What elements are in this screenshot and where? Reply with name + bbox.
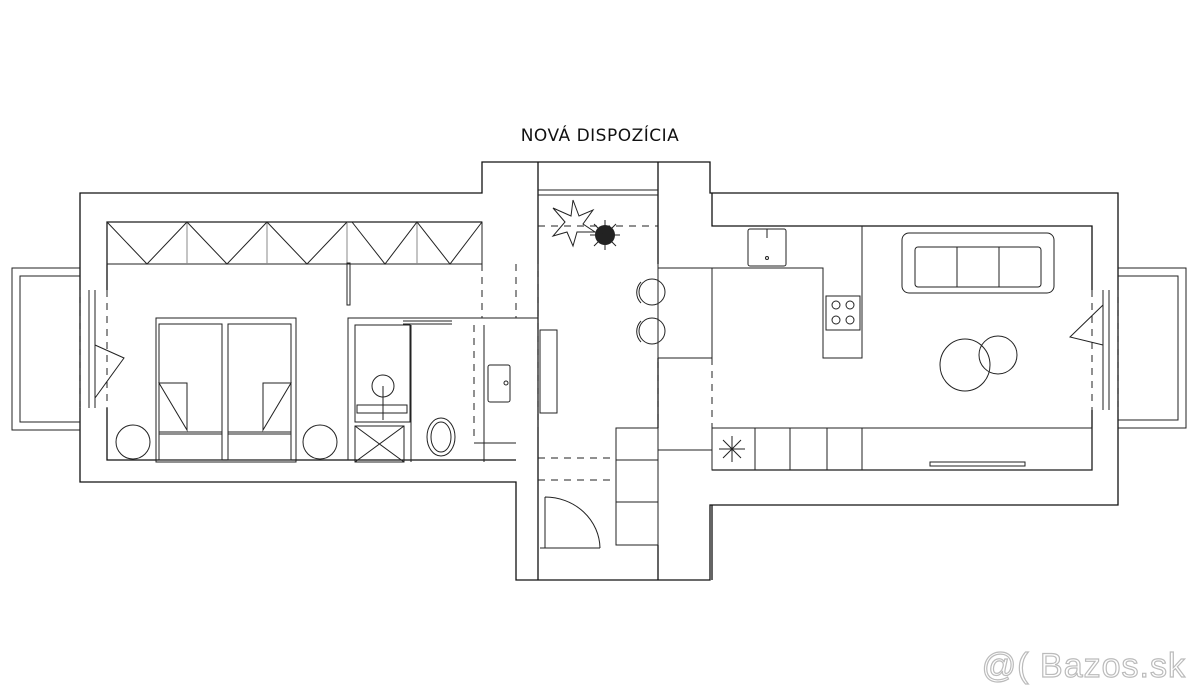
bazos-watermark: @( Bazos.sk: [981, 646, 1186, 685]
plan-line: [901, 232, 1055, 294]
plan-line: [158, 431, 223, 461]
plan-line: [227, 323, 292, 435]
plan-line: [551, 199, 597, 248]
plan-line: [845, 300, 855, 310]
plan-line: [1118, 267, 1187, 429]
plan-line: [1069, 304, 1104, 346]
coffee-table: [939, 338, 991, 392]
plan-line: [636, 281, 642, 304]
bathroom: [347, 317, 538, 463]
plan-line: [503, 380, 509, 386]
plan-line: [155, 317, 297, 463]
plan-line: [658, 226, 863, 359]
plan-line: [590, 220, 620, 250]
plan-line: [831, 315, 841, 325]
bathroom-sink: [487, 364, 511, 403]
plan-line: [158, 382, 292, 432]
plan-line: [711, 427, 1093, 471]
plan-line: [481, 264, 517, 318]
plan-line: [347, 317, 538, 460]
plan-line: [636, 320, 642, 343]
plan-line: [1102, 290, 1110, 410]
entrance-door: [540, 496, 601, 549]
plan-line: [346, 262, 351, 306]
right-balcony: [1069, 267, 1187, 429]
plan-line: [719, 436, 745, 462]
plan-line: [106, 221, 483, 265]
plan-line: [831, 300, 841, 310]
toilet: [426, 417, 456, 457]
plan-line: [354, 425, 405, 463]
plan-line: [79, 290, 108, 408]
plan-line: [354, 324, 411, 423]
plan-line: [845, 315, 855, 325]
nightstand-right: [302, 424, 338, 460]
inner-wall-corridor: [537, 162, 659, 580]
plan-line: [538, 189, 658, 196]
nightstand-left: [115, 424, 151, 460]
left-balcony: [11, 267, 125, 431]
plan-line: [474, 325, 516, 462]
wardrobe: [106, 221, 483, 306]
plan-line: [11, 267, 80, 431]
kitchen-bar: [657, 267, 713, 359]
hob: [825, 295, 861, 331]
shoe-cabinet: [615, 427, 712, 546]
kitchen: [636, 226, 1093, 471]
plant-icon: [551, 199, 620, 250]
plan-line: [356, 404, 408, 414]
plan-line: [403, 320, 452, 462]
double-bed: [155, 317, 297, 463]
plan-line: [1091, 290, 1119, 410]
plan-title: NOVÁ DISPOZÍCIA: [520, 126, 680, 146]
plan-line: [94, 344, 125, 399]
plan-line: [544, 496, 601, 549]
plan-line: [914, 246, 1042, 288]
plan-line: [956, 247, 1000, 287]
plan-line: [537, 264, 713, 481]
bar-stool: [638, 317, 666, 345]
hall-bench: [539, 329, 558, 414]
plan-line: [158, 323, 223, 435]
plan-line: [430, 421, 452, 453]
plan-line: [186, 222, 418, 264]
plan-line: [615, 427, 659, 546]
sofa: [901, 232, 1055, 294]
plan-line: [929, 461, 1026, 467]
bar-stool: [638, 278, 666, 306]
plan-line: [765, 256, 769, 260]
coffee-table: [978, 335, 1018, 375]
plan-line: [616, 449, 712, 503]
plan-line: [754, 428, 863, 470]
plan-line: [106, 221, 483, 265]
plan-line: [354, 425, 405, 463]
plan-line: [88, 290, 96, 408]
outer-wall: [79, 161, 1119, 581]
plan-line: [227, 431, 292, 461]
